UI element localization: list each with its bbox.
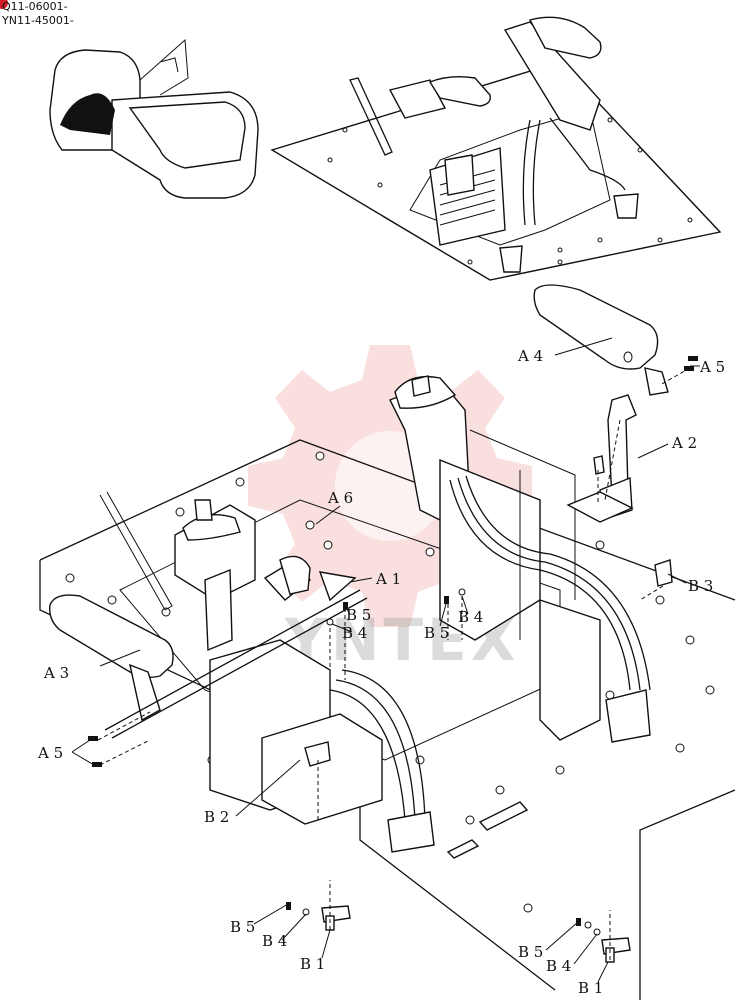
serial-badge-icon bbox=[0, 0, 8, 9]
seat-overview-illustration bbox=[49, 38, 259, 199]
cover-b2 bbox=[304, 741, 331, 767]
assembly-lines bbox=[97, 367, 691, 960]
callout-a3: A 3 bbox=[43, 664, 69, 682]
callout-a2: A 2 bbox=[671, 434, 697, 452]
callout-b4-mid: B 4 bbox=[342, 624, 367, 642]
callout-b1-right: B 1 bbox=[578, 979, 603, 997]
pin-b1-right bbox=[601, 937, 631, 963]
leader-lines bbox=[71, 337, 700, 983]
bracket-a2 bbox=[566, 394, 637, 523]
callout-b1-left: B 1 bbox=[300, 955, 325, 973]
callout-a5-left: A 5 bbox=[37, 744, 63, 762]
callout-b4-left: B 4 bbox=[262, 932, 287, 950]
right-console-assembly bbox=[389, 375, 601, 741]
cover-b3 bbox=[654, 559, 673, 587]
callout-b3: B 3 bbox=[688, 577, 713, 595]
callout-b5-right: B 5 bbox=[518, 943, 543, 961]
armrest-a4 bbox=[533, 284, 669, 396]
callout-b2: B 2 bbox=[204, 808, 229, 826]
callout-b5-left: B 5 bbox=[230, 918, 255, 936]
bracket-a1-a6 bbox=[263, 520, 357, 602]
hose-bundles bbox=[329, 475, 651, 853]
callout-a5-right: A 5 bbox=[699, 358, 725, 376]
callout-a6: A 6 bbox=[327, 489, 353, 507]
left-console-assembly bbox=[99, 491, 383, 825]
floor-plate-overview bbox=[270, 16, 722, 281]
callout-b4-right: B 4 bbox=[546, 957, 571, 975]
serial-number-2: YN11-45001- bbox=[2, 14, 74, 27]
pin-b1-left bbox=[321, 905, 351, 931]
callout-b5-center: B 5 bbox=[424, 624, 449, 642]
callout-b4-center: B 4 bbox=[458, 608, 483, 626]
armrest-a3 bbox=[49, 589, 368, 739]
callout-b5-mid: B 5 bbox=[346, 606, 371, 624]
serial-number-1: Q11-06001- bbox=[2, 0, 68, 13]
callout-labels: A 4 A 5 A 2 A 6 A 1 B 3 B 5 B 4 B 4 B 5 … bbox=[37, 347, 725, 997]
callout-a4: A 4 bbox=[517, 347, 543, 365]
callout-a1: A 1 bbox=[375, 570, 401, 588]
